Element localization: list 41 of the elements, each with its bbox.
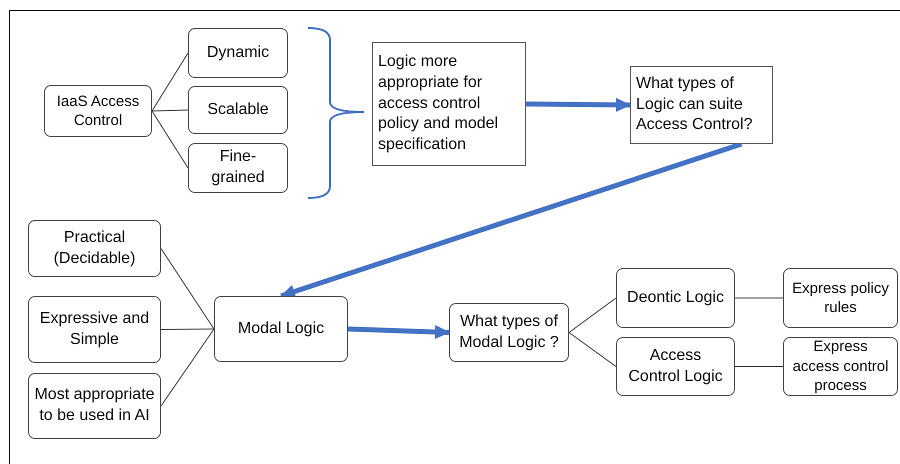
node-text: Expressive and Simple [38,308,150,350]
text-box [630,66,773,144]
connector-line [160,248,214,330]
connector-line [734,366,784,367]
connector-line [568,298,616,333]
rounded-box [616,268,735,328]
node-text: Practical (Decidable) [52,228,136,268]
connector-line [152,110,188,112]
arrow [526,98,631,112]
rounded-box [28,220,161,277]
node-text: Deontic Logic [627,288,724,308]
rounded-box [783,268,898,328]
node-text: Express access control process [792,337,890,396]
node-text: Scalable [207,100,269,120]
arrow [280,142,742,298]
rounded-box [44,85,152,137]
text-box [372,42,526,166]
connector-line [568,332,616,367]
rounded-box [616,337,735,396]
node-text: What types of Logic can suite Access Control? [636,74,754,136]
connector-line [160,328,214,406]
rounded-box [28,373,161,439]
node-text: Access Control Logic [627,346,724,386]
node-text: Fine-grained [210,147,266,188]
node-text: Most appropriate to be used in AI [34,385,155,426]
node-text: IaaS Access Control [56,92,140,130]
rounded-box [214,296,348,362]
rounded-box [188,143,288,193]
node-text: Dynamic [206,42,270,63]
rounded-box [28,296,161,363]
node-text: Logic more appropriate for access control policy and model specification [378,52,500,156]
node-text: Modal Logic [238,318,324,339]
connector-line [152,52,188,112]
arrow [348,325,450,339]
connector-line [152,110,188,168]
connector-line [160,328,214,330]
rounded-box [188,86,288,134]
node-text: Express policy rules [791,278,890,318]
node-text: What types of Modal Logic ? [458,312,560,352]
rounded-box [188,28,288,78]
rounded-box [449,303,569,362]
